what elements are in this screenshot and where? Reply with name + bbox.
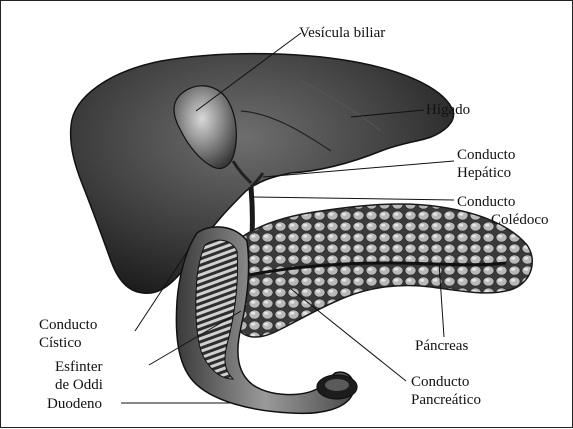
label-conducto-pancreatico: Conducto Pancreático [411,373,481,409]
label-conducto-cistico: Conducto Cístico [39,316,97,352]
label-vesicula-biliar: Vesícula biliar [299,24,385,42]
label-conducto-coledoco: Conducto Colédoco [457,193,549,229]
label-pancreas: Páncreas [415,337,468,355]
label-conducto-hepatico: Conducto Hepático [457,146,515,182]
label-duodeno: Duodeno [47,395,102,413]
label-esfinter-oddi: Esfinter de Oddi [55,358,103,394]
label-higado: Hígado [426,101,470,119]
